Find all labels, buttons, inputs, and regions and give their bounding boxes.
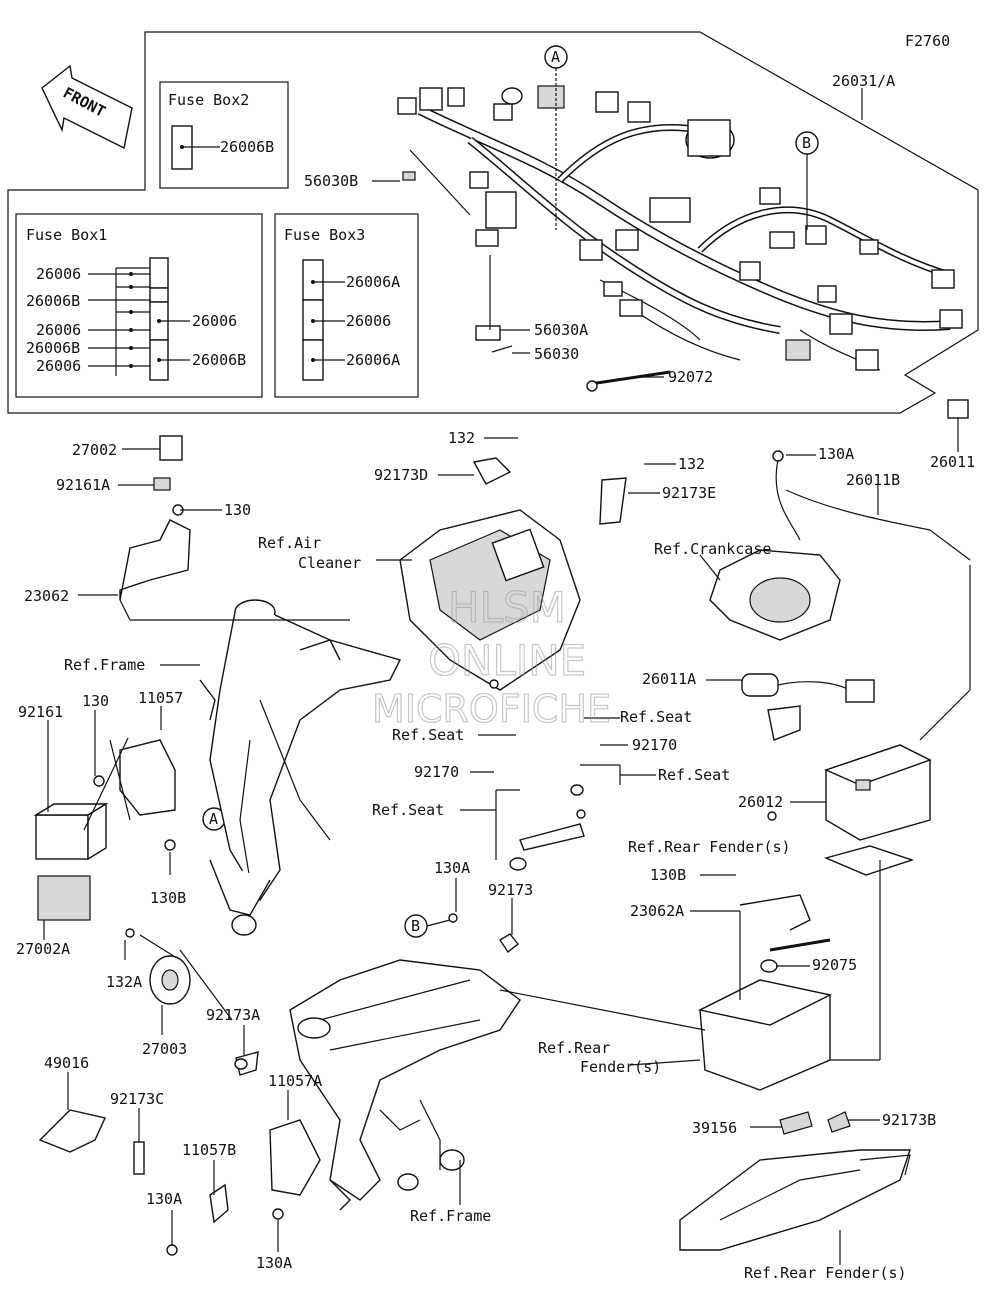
part-label: 130A	[256, 1254, 292, 1272]
fuse-box2-title: Fuse Box2	[168, 91, 249, 109]
part-label: 26011	[930, 453, 975, 471]
part-label: 130A	[434, 859, 470, 877]
fuse-box3-title: Fuse Box3	[284, 226, 365, 244]
fuse-box1: Fuse Box1 26006 26006B 26006 26006B 2600…	[15, 213, 263, 398]
fuse-box1-right-2: 26006B	[192, 351, 246, 369]
part-label: 56030	[534, 345, 579, 363]
part-label: Fender(s)	[580, 1058, 661, 1076]
svg-text:B: B	[802, 134, 811, 152]
part-label: 92173C	[110, 1090, 164, 1108]
fuse-box1-left-5: 26006	[36, 357, 81, 375]
part-label: Ref.Seat	[392, 726, 464, 744]
part-label: 11057A	[268, 1072, 322, 1090]
part-label: Ref.Rear Fender(s)	[744, 1264, 907, 1282]
part-label: 130B	[650, 866, 686, 884]
harness-group-frame	[7, 31, 979, 414]
fuse-box2-part: 26006B	[220, 138, 274, 156]
part-label: 49016	[44, 1054, 89, 1072]
watermark: HLSM ONLINE MICROFICHE	[371, 582, 611, 731]
part-label: Ref.Seat	[620, 708, 692, 726]
part-label: 92075	[812, 956, 857, 974]
fuse-box3-part-1: 26006A	[346, 273, 400, 291]
part-label: 130A	[146, 1190, 182, 1208]
part-label: 26011B	[846, 471, 900, 489]
front-arrow-icon: FRONT	[41, 64, 133, 150]
frame-drawing	[199, 599, 402, 936]
callout-b-frame: B	[404, 914, 451, 938]
part-label: 92161A	[56, 476, 110, 494]
part-label: 27002A	[16, 940, 70, 958]
svg-text:B: B	[411, 917, 420, 935]
part-label: Ref.Frame	[410, 1207, 491, 1225]
part-label: 26031/A	[832, 72, 895, 90]
part-label: 92173B	[882, 1111, 936, 1129]
part-label: 132	[678, 455, 705, 473]
right-components-drawing	[234, 450, 971, 1251]
part-label: 92173	[488, 881, 533, 899]
fuse-box1-left-3: 26006	[36, 321, 81, 339]
part-label: 92072	[668, 368, 713, 386]
part-label: Cleaner	[298, 554, 361, 572]
part-label: Ref.Rear Fender(s)	[628, 838, 791, 856]
main-harness-drawing	[397, 85, 969, 419]
svg-text:MICROFICHE: MICROFICHE	[372, 687, 611, 731]
part-label: 56030B	[304, 172, 358, 190]
part-label: Ref.Crankcase	[654, 540, 771, 558]
callout-a-top: A	[544, 45, 568, 230]
part-label: 92161	[18, 703, 63, 721]
fuse-box3-part-2: 26006	[346, 312, 391, 330]
air-cleaner-drawing	[399, 457, 627, 691]
part-label: 130	[224, 501, 251, 519]
part-label: Ref.Frame	[64, 656, 145, 674]
part-label: 11057	[138, 689, 183, 707]
part-label: 23062	[24, 587, 69, 605]
part-label: 39156	[692, 1119, 737, 1137]
part-label: 26012	[738, 793, 783, 811]
part-label: 130B	[150, 889, 186, 907]
part-label: 132	[448, 429, 475, 447]
part-label: Ref.Rear	[538, 1039, 610, 1057]
left-components-drawing	[33, 435, 321, 1256]
part-label: 130	[82, 692, 109, 710]
figure-code: F2760	[905, 32, 950, 50]
part-label: 92173D	[374, 466, 428, 484]
part-label: Ref.Seat	[372, 801, 444, 819]
rear-subframe-drawing	[289, 959, 521, 1211]
part-label: 92173A	[206, 1006, 260, 1024]
part-label: 132A	[106, 973, 142, 991]
part-label: 11057B	[182, 1141, 236, 1159]
fuse-box1-right-1: 26006	[192, 312, 237, 330]
svg-text:ONLINE: ONLINE	[428, 636, 586, 685]
fuse-box1-title: Fuse Box1	[26, 226, 107, 244]
fuse-box1-left-4: 26006B	[26, 339, 80, 357]
part-label: 92170	[632, 736, 677, 754]
fuse-box1-left-2: 26006B	[26, 292, 80, 310]
part-label: Ref.Seat	[658, 766, 730, 784]
part-label: 56030A	[534, 321, 588, 339]
callout-b-top: B	[795, 131, 819, 230]
part-label: 92173E	[662, 484, 716, 502]
fuse-box1-left-1: 26006	[36, 265, 81, 283]
part-label: 27003	[142, 1040, 187, 1058]
part-label: 26011A	[642, 670, 696, 688]
part-label: 23062A	[630, 902, 684, 920]
part-label: 27002	[72, 441, 117, 459]
fuse-box3-part-3: 26006A	[346, 351, 400, 369]
part-label: Ref.Air	[258, 534, 321, 552]
part-label: 92170	[414, 763, 459, 781]
part-label: 130A	[818, 445, 854, 463]
leader-lines	[43, 88, 971, 1265]
svg-text:A: A	[551, 48, 560, 66]
svg-text:A: A	[209, 810, 218, 828]
fuse-box3: Fuse Box3 26006A 26006 26006A	[274, 213, 419, 398]
fuse-box2: Fuse Box2 26006B	[159, 81, 289, 189]
part-labels: 26031/A 56030B 56030A 56030 92072 26011 …	[16, 72, 975, 1282]
svg-text:HLSM: HLSM	[448, 583, 566, 632]
